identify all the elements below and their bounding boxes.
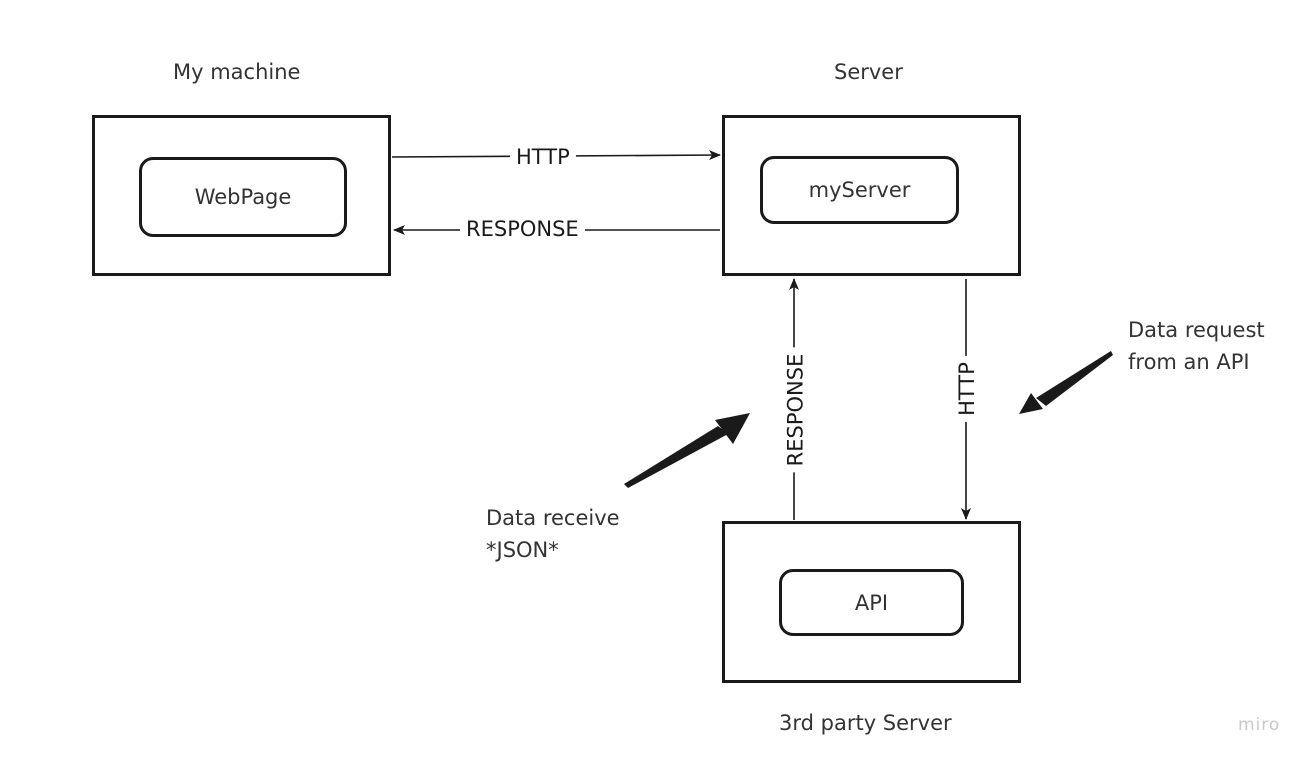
http-request-label: HTTP (510, 145, 576, 169)
webpage-node[interactable]: WebPage (139, 157, 347, 237)
api-http-label: HTTP (954, 356, 979, 422)
data-receive-note-line-2: *JSON* (486, 538, 559, 562)
myserver-node-label: myServer (808, 178, 911, 202)
my-machine-title: My machine (173, 60, 301, 84)
myserver-node[interactable]: myServer (760, 156, 959, 224)
webpage-node-label: WebPage (194, 185, 292, 209)
api-response-label: RESPONSE (783, 347, 808, 473)
api-node-label: API (854, 590, 889, 615)
api-node[interactable]: API (779, 569, 964, 636)
data-request-note: Data request from an API (1128, 314, 1265, 378)
data-receive-pointer (624, 426, 728, 488)
response-label: RESPONSE (460, 217, 585, 241)
data-request-note-line-1: Data request (1128, 318, 1265, 342)
data-receive-note-line-1: Data receive (486, 506, 620, 530)
miro-watermark: miro (1238, 715, 1281, 735)
third-party-server-title: 3rd party Server (779, 711, 952, 735)
data-receive-note: Data receive *JSON* (486, 502, 620, 566)
data-request-note-line-2: from an API (1128, 350, 1250, 374)
server-title: Server (834, 60, 903, 84)
third-party-server-box[interactable] (722, 521, 1021, 683)
